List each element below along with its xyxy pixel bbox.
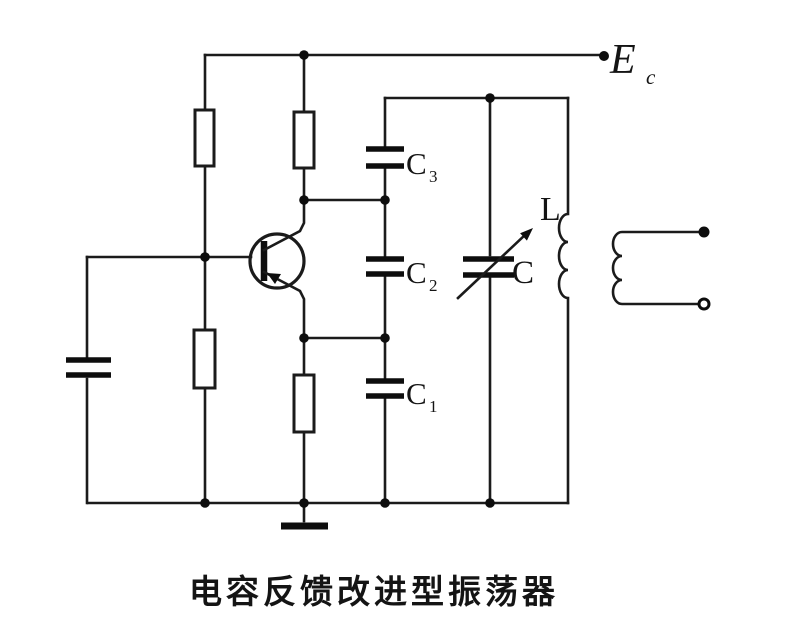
resistor-collector [292, 110, 316, 170]
resistor-emitter [292, 373, 316, 434]
labels: E c C 3 C 2 C 1 C L [406, 37, 656, 416]
capacitor-c1 [366, 378, 404, 399]
output-terminal-top [698, 226, 710, 238]
variable-arrow-shaft [456, 233, 527, 300]
output-terminal-bottom [697, 297, 711, 311]
capacitor-c2 [366, 256, 404, 277]
capacitor-c3 [366, 146, 404, 169]
resistor-bias-lower [192, 328, 217, 390]
inductor-label: L [540, 191, 561, 228]
junction-dot [485, 498, 495, 508]
junction-dot [299, 333, 309, 343]
inductor-primary [557, 96, 570, 505]
cap3-label: C [406, 146, 427, 181]
junction-dot [380, 195, 390, 205]
transistor-body [248, 232, 306, 290]
transistor-collector-lead [262, 198, 306, 252]
cap1-label-sub: 1 [429, 397, 438, 416]
transistor-emitter-arrow-icon [267, 273, 281, 284]
cap3-label-sub: 3 [429, 167, 438, 186]
variable-arrow-head [520, 228, 533, 241]
supply-label-sub: c [646, 65, 656, 89]
junction-dot [380, 498, 390, 508]
figure-caption: 电容反馈改进型振荡器 [189, 573, 559, 610]
transistor-emitter-lead [262, 270, 306, 340]
junction-dot [299, 498, 309, 508]
junction-dot [200, 498, 210, 508]
junction-dot [485, 93, 495, 103]
cap1-label: C [406, 376, 427, 411]
cap2-label: C [406, 255, 427, 290]
junction-dot [200, 252, 210, 262]
resistor-bias-upper [193, 108, 216, 168]
transistor [248, 198, 306, 340]
transformer-secondary [611, 226, 711, 311]
supply-terminal [599, 51, 609, 61]
variable-capacitor [456, 228, 533, 300]
junction-dots [200, 50, 609, 508]
capacitor-bypass [66, 357, 111, 378]
junction-dot [380, 333, 390, 343]
junction-dot [299, 50, 309, 60]
tuning-cap-label: C [512, 255, 534, 291]
cap2-label-sub: 2 [429, 276, 438, 295]
supply-label: E [609, 37, 636, 83]
junction-dot [299, 195, 309, 205]
